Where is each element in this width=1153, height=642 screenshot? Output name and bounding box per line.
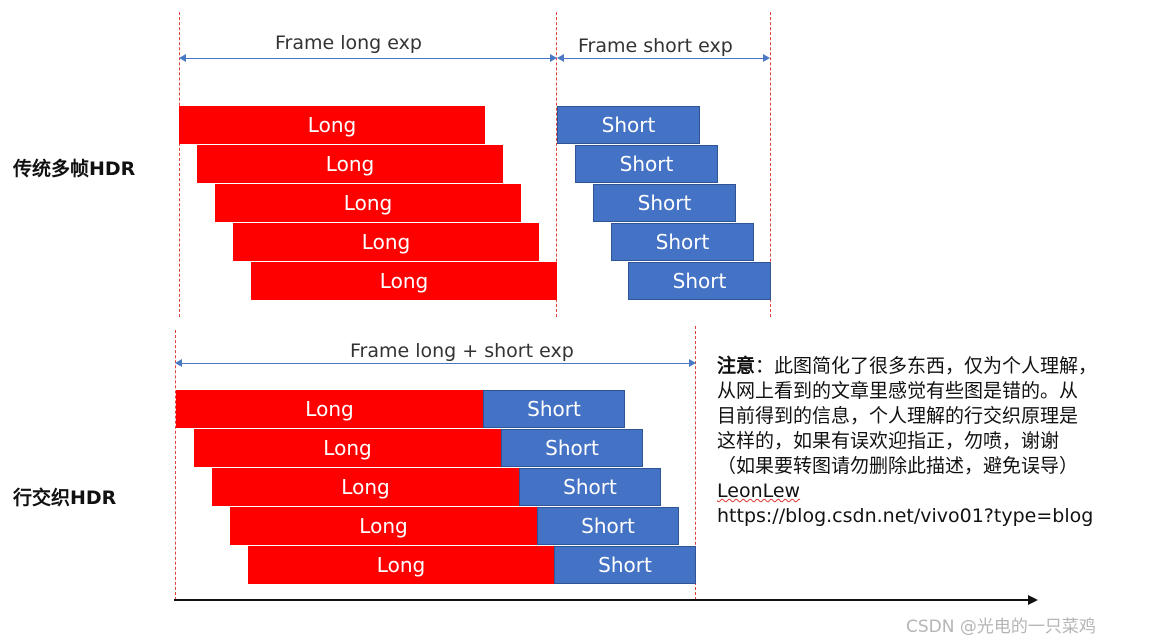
interleaved-short-bar-1: Short [483,390,625,428]
span-bottom-label: Frame long + short exp [350,340,574,362]
span-top-long-label: Frame long exp [275,32,422,54]
traditional-short-bar-1: Short [557,106,700,144]
interleaved-long-bar-2: Long [194,429,501,467]
guide-line-top-mid [556,12,557,317]
guide-line-top-end [770,12,771,317]
interleaved-short-bar-3: Short [519,468,661,506]
guide-line-bottom-end [695,326,696,600]
row-label-traditional-hdr: 传统多帧HDR [13,158,136,180]
traditional-long-bar-1: Long [179,106,485,144]
note-line-2: 从网上看到的文章里感觉有些图是错的。从 [717,380,1079,402]
note-author: LeonLew [717,480,801,502]
span-bottom-arrow-left-icon [175,359,182,367]
span-top-long-arrow-right-icon [550,54,557,62]
note-block: 注意：此图简化了很多东西，仅为个人理解， 从网上看到的文章里感觉有些图是错的。从… [717,354,1147,529]
traditional-short-bar-3: Short [593,184,736,222]
traditional-long-bar-2: Long [197,145,503,183]
time-axis-arrow-icon [1028,595,1038,605]
note-line-1-text: ：此图简化了很多东西，仅为个人理解， [755,355,1098,377]
row-label-interleaved-hdr: 行交织HDR [13,487,117,509]
span-top-short-arrow-right-icon [763,54,770,62]
traditional-short-bar-2: Short [575,145,718,183]
traditional-short-bar-5: Short [628,262,771,300]
interleaved-long-bar-5: Long [248,546,554,584]
note-title: 注意 [717,355,756,377]
span-top-short-line [562,58,764,59]
traditional-short-bar-4: Short [611,223,754,261]
interleaved-long-bar-3: Long [212,468,519,506]
span-top-long-line [183,58,551,59]
note-url[interactable]: https://blog.csdn.net/vivo01?type=blog [717,505,1094,527]
note-line-4: 这样的，如果有误欢迎指正，勿喷，谢谢 [717,430,1060,452]
guide-line-bottom-start [175,330,176,600]
span-bottom-arrow-right-icon [689,359,696,367]
note-line-1: 注意：此图简化了很多东西，仅为个人理解， [717,354,1147,379]
interleaved-long-bar-4: Long [230,507,537,545]
traditional-long-bar-4: Long [233,223,539,261]
interleaved-short-bar-2: Short [501,429,643,467]
span-bottom-line [180,363,690,364]
interleaved-long-bar-1: Long [176,390,483,428]
span-top-short-arrow-left-icon [557,54,564,62]
traditional-long-bar-3: Long [215,184,521,222]
interleaved-short-bar-5: Short [554,546,696,584]
span-top-short-label: Frame short exp [578,35,733,57]
guide-line-top-start [179,12,180,317]
note-line-3: 目前得到的信息，个人理解的行交织原理是 [717,405,1079,427]
traditional-long-bar-5: Long [251,262,557,300]
note-line-5: （如果要转图请勿删除此描述，避免误导） [717,455,1079,477]
csdn-watermark: CSDN @光电的一只菜鸡 [906,617,1096,637]
time-axis [174,599,1030,601]
interleaved-short-bar-4: Short [537,507,679,545]
span-top-long-arrow-left-icon [179,54,186,62]
